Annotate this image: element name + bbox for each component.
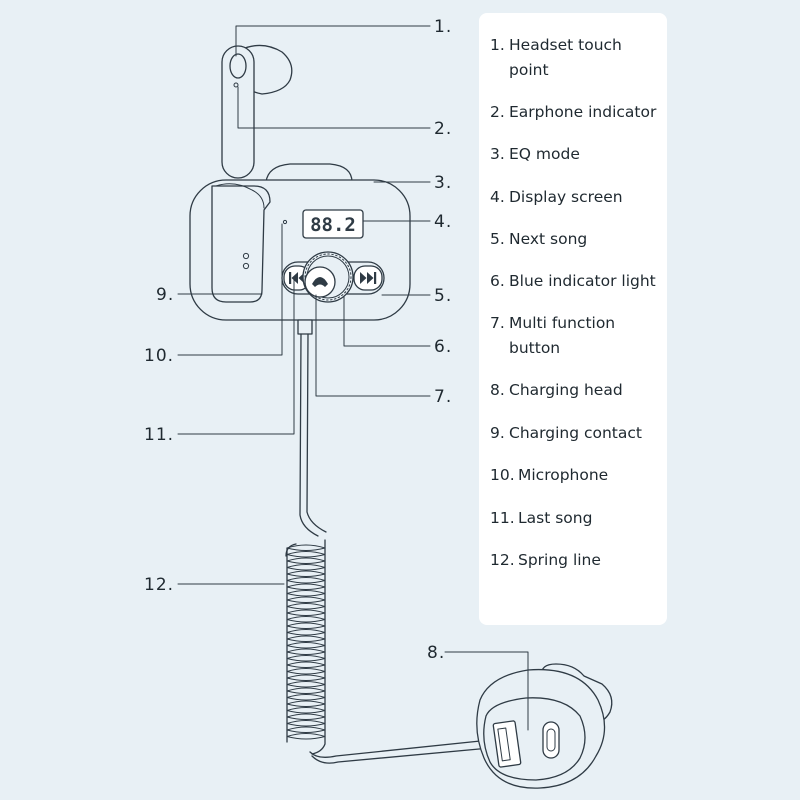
legend-num: 11.	[490, 509, 515, 527]
next-song-button[interactable]	[353, 265, 383, 291]
callout-5: 5.	[434, 286, 452, 306]
callout-3: 3.	[434, 173, 452, 193]
callout-8: 8.	[427, 643, 445, 663]
legend-item: 8. Charging head	[490, 378, 667, 403]
legend-num: 3.	[490, 145, 505, 163]
legend-item: 7. Multi function button	[490, 311, 667, 361]
legend-num: 7.	[490, 314, 505, 332]
legend-item: 1. Headset touch point	[490, 33, 667, 83]
legend-text: Multi function button	[509, 314, 616, 357]
callout-4: 4.	[434, 212, 452, 232]
charging-head	[476, 663, 613, 789]
legend-num: 10.	[490, 466, 515, 484]
legend-text: Blue indicator light	[509, 272, 656, 290]
legend-item: 6. Blue indicator light	[490, 269, 667, 294]
legend-num: 9.	[490, 424, 505, 442]
callout-2: 2.	[434, 119, 452, 139]
legend-panel: 1. Headset touch point 2. Earphone indic…	[479, 13, 667, 625]
spring-line	[285, 539, 326, 755]
callout-10: 10.	[144, 346, 174, 366]
callout-1: 1.	[434, 17, 452, 37]
multi-function-button[interactable]	[302, 251, 354, 303]
charging-contact	[242, 252, 250, 260]
usb-c-port	[542, 721, 560, 759]
cable	[299, 333, 327, 537]
callout-12: 12.	[144, 575, 174, 595]
legend-item: 11. Last song	[490, 506, 667, 531]
earphone-indicator	[233, 82, 239, 88]
legend-item: 12. Spring line	[490, 548, 667, 573]
coil-loops	[286, 544, 326, 740]
microphone-hole	[282, 219, 288, 225]
legend-num: 6.	[490, 272, 505, 290]
callout-11: 11.	[144, 425, 174, 445]
legend-text: Last song	[518, 509, 593, 527]
legend-item: 10. Microphone	[490, 463, 667, 488]
legend-text: EQ mode	[509, 145, 580, 163]
display-screen	[302, 209, 364, 239]
legend-item: 3. EQ mode	[490, 142, 667, 167]
legend-text: Charging contact	[509, 424, 642, 442]
leader-lines	[177, 25, 529, 731]
legend-text: Spring line	[518, 551, 601, 569]
transmitter-body: 88.2	[189, 163, 411, 335]
usb-a-port	[492, 720, 522, 768]
callout-6: 6.	[434, 337, 452, 357]
earbud	[221, 44, 293, 179]
legend-item: 5. Next song	[490, 227, 667, 252]
legend-item: 2. Earphone indicator	[490, 100, 667, 125]
legend-num: 8.	[490, 381, 505, 399]
legend-num: 2.	[490, 103, 505, 121]
next-track-icon	[360, 272, 377, 284]
legend-num: 5.	[490, 230, 505, 248]
callouts: 1. 2. 3. 4. 5. 6. 7. 8. 9. 10. 11. 12.	[144, 17, 452, 663]
display-text: 88.2	[310, 214, 356, 236]
legend-text: Next song	[509, 230, 588, 248]
legend-text: Earphone indicator	[509, 103, 657, 121]
legend-num: 1.	[490, 36, 505, 54]
legend-num: 12.	[490, 551, 515, 569]
legend-text: Charging head	[509, 381, 623, 399]
legend-text: Microphone	[518, 466, 609, 484]
callout-9: 9.	[156, 285, 174, 305]
headset-touch-point	[229, 53, 247, 79]
legend-item: 4. Display screen	[490, 185, 667, 210]
legend-num: 4.	[490, 188, 505, 206]
legend-item: 9. Charging contact	[490, 421, 667, 446]
phone-icon	[312, 277, 328, 287]
legend-text: Display screen	[509, 188, 623, 206]
coil-edge-right	[311, 539, 326, 755]
legend-text: Headset touch point	[509, 36, 622, 79]
callout-7: 7.	[434, 387, 452, 407]
